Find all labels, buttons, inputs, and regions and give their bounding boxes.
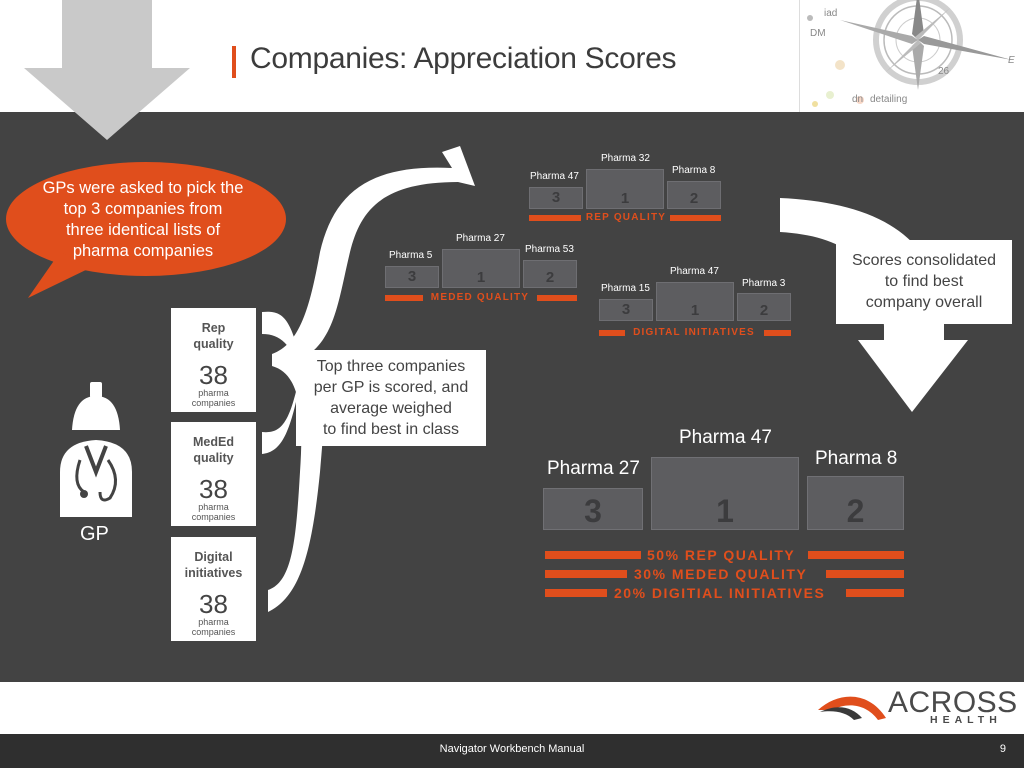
podium-block-first: 1	[442, 249, 520, 288]
logo-sub: HEALTH	[930, 714, 1002, 726]
weight-rep: 50% REP QUALITY	[647, 547, 796, 563]
caption-line	[537, 295, 577, 301]
compass-label: DM	[810, 28, 826, 39]
overall-block-third: 3	[543, 488, 643, 530]
weight-meded: 30% MEDED QUALITY	[634, 566, 808, 582]
caption-line	[529, 215, 581, 221]
page-number: 9	[999, 743, 1006, 755]
podium-block-third: 3	[529, 187, 583, 209]
overall-name-first: Pharma 47	[679, 427, 772, 448]
podium-block-first: 1	[586, 169, 664, 209]
podium-name: Pharma 3	[742, 278, 786, 289]
gp-label: GP	[80, 523, 109, 545]
caption-line	[764, 330, 791, 336]
main-panel	[0, 112, 1024, 682]
overall-name-third: Pharma 27	[547, 458, 640, 479]
card-count: 38	[199, 360, 228, 390]
overall-name-second: Pharma 8	[815, 448, 898, 469]
compass-label: detailing	[870, 94, 908, 105]
footer-title: Navigator Workbench Manual	[439, 743, 585, 755]
speech-bubble-text: GPs were asked to pick the top 3 compani…	[42, 179, 244, 260]
podium-name: Pharma 27	[456, 233, 505, 244]
doctor-icon	[60, 382, 132, 517]
caption-line	[599, 330, 625, 336]
podium-name: Pharma 32	[601, 153, 650, 164]
compass-label: dn	[852, 94, 864, 105]
compass-label: 26	[938, 66, 950, 77]
scoring-explanation-box: Top three companies per GP is scored, an…	[296, 350, 486, 446]
compass-label: iad	[824, 8, 838, 19]
podium-caption: DIGITAL INITIATIVES	[633, 327, 755, 338]
podium-block-third: 3	[385, 266, 439, 288]
consolidation-box: Scores consolidated to find best company…	[836, 240, 1012, 324]
footer-bar: Navigator Workbench Manual 9	[0, 734, 1024, 768]
across-health-logo-icon	[818, 696, 886, 720]
slide-title: Companies: Appreciation Scores	[250, 42, 677, 75]
title-accent-bar	[232, 46, 236, 78]
podium-block-second: 2	[737, 293, 791, 321]
podium-name: Pharma 8	[672, 165, 716, 176]
podium-caption: MEDED QUALITY	[430, 292, 530, 303]
caption-line	[670, 215, 721, 221]
panel-graphics	[6, 146, 968, 612]
podium-name: Pharma 47	[530, 171, 579, 182]
brace-arrow-icon	[262, 146, 475, 612]
consolidation-arrow-icon	[780, 198, 968, 412]
compass-label: E	[1008, 55, 1015, 66]
podium-block-first: 1	[656, 282, 734, 321]
podium-block-second: 2	[523, 260, 577, 288]
podium-name: Pharma 15	[601, 283, 650, 294]
podium-block-second: 2	[667, 181, 721, 209]
podium-name: Pharma 47	[670, 266, 719, 277]
weight-digital: 20% DIGITIAL INITIATIVES	[614, 585, 826, 601]
podium-block-third: 3	[599, 299, 653, 321]
podium-name: Pharma 5	[389, 250, 433, 261]
compass-image: iad DM E dn detailing 26	[799, 0, 1024, 112]
overall-block-second: 2	[807, 476, 904, 530]
speech-bubble-icon	[6, 162, 286, 298]
logo-name: ACROSS	[888, 686, 1018, 719]
podium-caption: REP QUALITY	[585, 212, 667, 223]
compass-icon	[807, 0, 1012, 107]
down-arrow-icon	[24, 0, 190, 140]
overall-block-first: 1	[651, 457, 799, 530]
slide-header: Companies: Appreciation Scores iad DM E …	[0, 0, 1024, 112]
card-count: 38	[199, 474, 228, 504]
caption-line	[385, 295, 423, 301]
card-count: 38	[199, 589, 228, 619]
podium-name: Pharma 53	[525, 244, 574, 255]
